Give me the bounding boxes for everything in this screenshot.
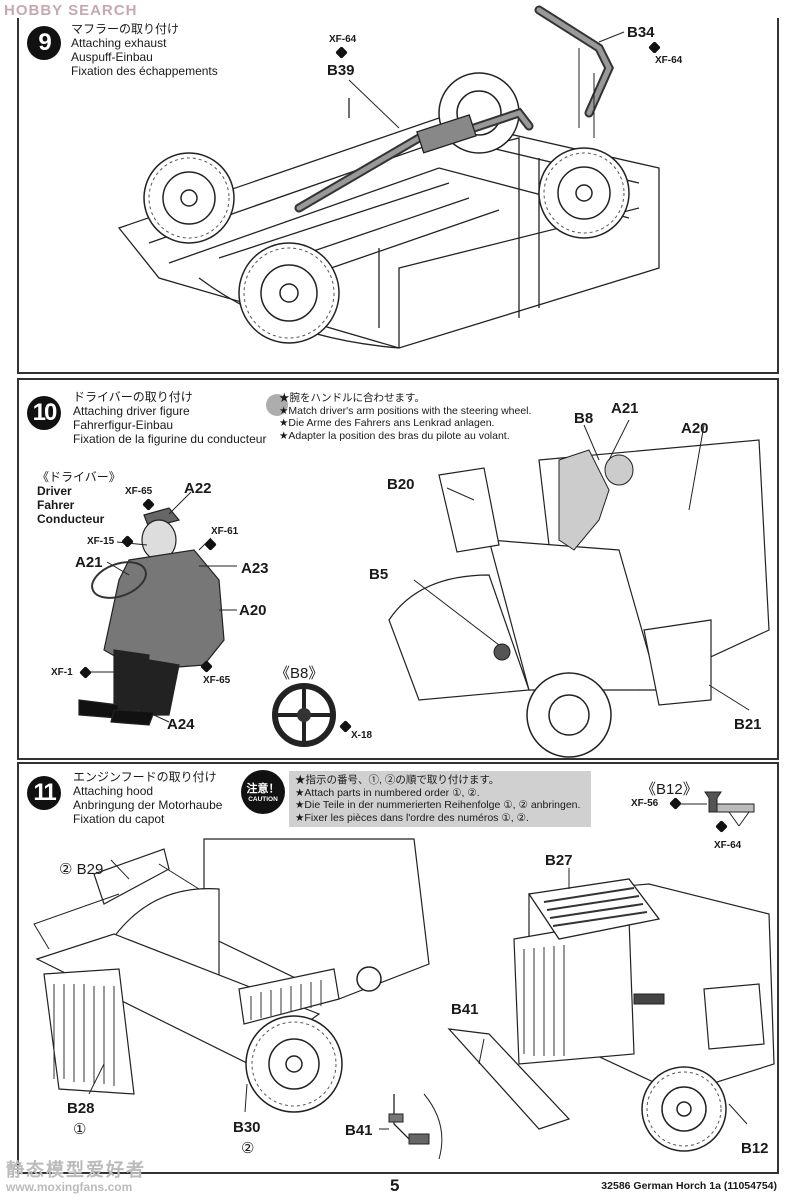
title-en: Attaching exhaust xyxy=(71,36,167,50)
step-title: エンジンフードの取り付け Attaching hood Anbringung d… xyxy=(73,770,222,826)
caution-badge-icon: 注意！ CAUTION xyxy=(241,770,285,814)
paint-code-boots: XF-1 xyxy=(51,667,73,678)
part-label-a20: A20 xyxy=(681,420,709,437)
part-label-a20: A20 xyxy=(239,602,267,619)
assembly-note: ★腕をハンドルに合わせます。 ★Match driver's arm posit… xyxy=(279,392,531,442)
driver-heading: 《ドライバー》 Driver Fahrer Conducteur xyxy=(37,470,121,526)
part-label-a22: A22 xyxy=(184,480,212,497)
title-en: Attaching driver figure xyxy=(73,404,190,418)
part-label-b39: B39 xyxy=(327,62,355,79)
paint-code-b12-1: XF-56 xyxy=(631,798,659,809)
step-10-panel: 10 ドライバーの取り付け Attaching driver figure Fa… xyxy=(17,378,779,760)
part-label-a21: A21 xyxy=(611,400,639,417)
product-code: 32586 German Horch 1a (11054754) xyxy=(601,1180,777,1192)
note-stamp-icon xyxy=(266,394,288,416)
note-jp: ★腕をハンドルに合わせます。 xyxy=(279,392,425,404)
b12-part-icon xyxy=(679,791,755,827)
watermark-bottom-cn: 静态模型爱好者 xyxy=(6,1160,146,1180)
part-label-b30: B30 xyxy=(233,1119,261,1136)
title-jp: ドライバーの取り付け xyxy=(73,390,193,404)
hood-assembly-illustration-left xyxy=(33,838,430,1113)
paint-code-b34: XF-64 xyxy=(655,55,683,66)
order-marker-b28: ① xyxy=(73,1121,87,1138)
paint-code-trousers: XF-65 xyxy=(203,675,231,686)
step-number-badge: 10 xyxy=(27,396,61,430)
note-de: ★Die Arme des Fahrers ans Lenkrad anlage… xyxy=(279,417,495,429)
driver-heading-de: Fahrer xyxy=(37,498,75,512)
step-11-panel: 11 エンジンフードの取り付け Attaching hood Anbringun… xyxy=(17,762,779,1174)
page-number: 5 xyxy=(390,1176,400,1195)
part-label-a23: A23 xyxy=(241,560,269,577)
part-label-b41: B41 xyxy=(451,1001,479,1018)
part-label-b12: B12 xyxy=(741,1140,769,1157)
driver-assembly-illustration xyxy=(388,419,770,758)
driver-figure-illustration xyxy=(78,491,237,726)
paint-code-wheel: X-18 xyxy=(351,730,373,741)
steering-wheel-icon xyxy=(272,683,336,747)
watermark-bottom-url: www.moxingfans.com xyxy=(6,1180,133,1194)
title-jp: エンジンフードの取り付け xyxy=(73,770,217,784)
caution-jp: 注意！ xyxy=(246,783,280,795)
paint-code-face: XF-15 xyxy=(87,536,115,547)
chassis-exhaust-illustration xyxy=(117,5,660,349)
paint-code-cap: XF-65 xyxy=(125,486,153,497)
step-title: ドライバーの取り付け Attaching driver figure Fahre… xyxy=(73,390,266,446)
b41-inset-illustration xyxy=(379,1093,443,1160)
driver-heading-fr: Conducteur xyxy=(37,512,105,526)
step-number-badge: 11 xyxy=(27,776,61,810)
title-de: Auspuff-Einbau xyxy=(71,50,153,64)
title-fr: Fixation des échappements xyxy=(71,64,218,78)
title-jp: マフラーの取り付け xyxy=(71,22,180,36)
title-de: Fahrerfigur-Einbau xyxy=(73,418,174,432)
part-label-b8: B8 xyxy=(574,410,594,427)
part-label-b21: B21 xyxy=(734,716,762,733)
part-label-a21: A21 xyxy=(75,554,103,571)
watermark-top: HOBBY SEARCH xyxy=(4,2,138,19)
part-label-a24: A24 xyxy=(167,716,195,733)
part-label-b41-detail: B41 xyxy=(345,1122,373,1139)
paint-code-b39: XF-64 xyxy=(329,34,357,45)
caution-note-fr: ★Fixer les pièces dans l'ordre des numér… xyxy=(295,811,529,824)
wheel-detail-title: 《B8》 xyxy=(275,665,324,682)
step-title: マフラーの取り付け Attaching exhaust Auspuff-Einb… xyxy=(71,22,218,78)
caution-note-en: ★Attach parts in numbered order ①, ②. xyxy=(295,786,480,799)
caution-note-de: ★Die Teile in der nummerierten Reihenfol… xyxy=(295,799,581,811)
part-label-b5: B5 xyxy=(369,566,389,583)
part-label-b28: B28 xyxy=(67,1100,95,1117)
order-marker-b30: ② xyxy=(241,1140,255,1157)
caution-note-jp: ★指示の番号、①, ②の順で取り付けます。 xyxy=(295,774,500,786)
driver-heading-en: Driver xyxy=(37,484,72,498)
step-number-badge: 9 xyxy=(27,26,61,60)
note-fr: ★Adapter la position des bras du pilote … xyxy=(279,429,510,442)
title-fr: Fixation du capot xyxy=(73,812,165,826)
hood-assembly-illustration-right xyxy=(447,868,775,1152)
note-en: ★Match driver's arm positions with the s… xyxy=(279,404,532,417)
paint-code-collar: XF-61 xyxy=(211,526,239,537)
paint-code-b12-2: XF-64 xyxy=(714,840,742,851)
title-en: Attaching hood xyxy=(73,784,154,798)
title-fr: Fixation de la figurine du conducteur xyxy=(73,432,267,446)
part-label-b29: ② B29 xyxy=(59,861,104,878)
part-label-b27: B27 xyxy=(545,852,573,869)
title-de: Anbringung der Motorhaube xyxy=(73,798,223,812)
caution-en: CAUTION xyxy=(248,796,278,803)
driver-heading-jp: 《ドライバー》 xyxy=(37,470,121,484)
part-label-b34: B34 xyxy=(627,24,655,41)
step-9-panel: 9 マフラーの取り付け Attaching exhaust Auspuff-Ei… xyxy=(17,5,779,374)
caution-note: ★指示の番号、①, ②の順で取り付けます。 ★Attach parts in n… xyxy=(289,771,591,827)
part-label-b20: B20 xyxy=(387,476,415,493)
b12-detail-title: 《B12》 xyxy=(641,781,698,798)
